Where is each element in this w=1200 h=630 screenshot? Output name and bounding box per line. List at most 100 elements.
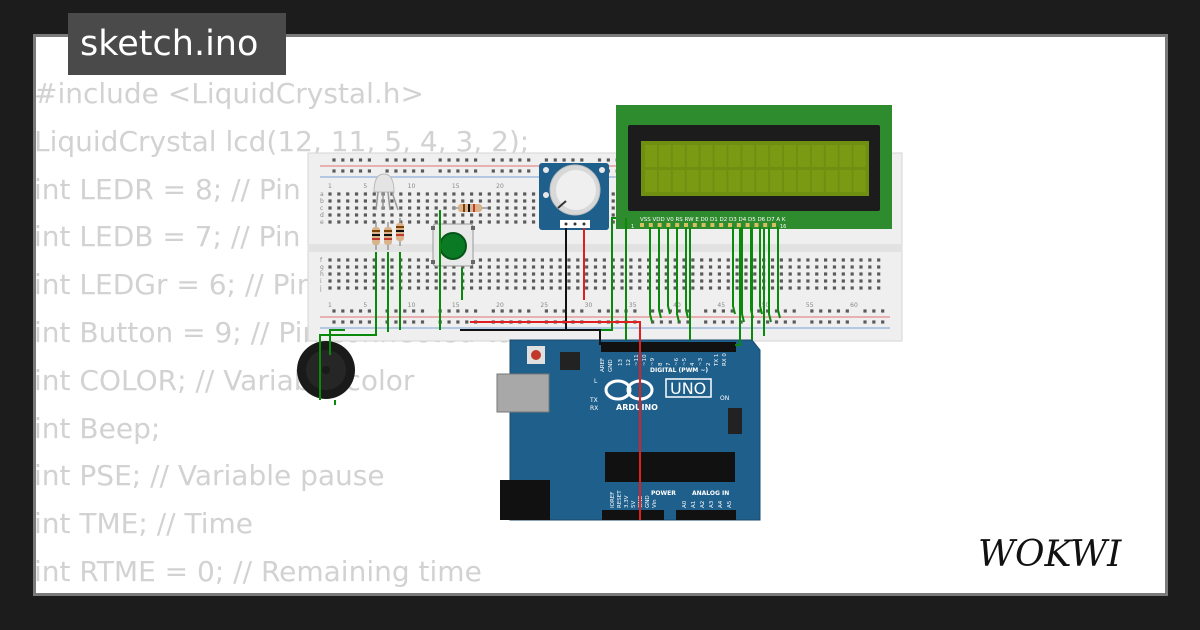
code-line: int RTME = 0; // Remaining time <box>34 554 482 588</box>
power-header: POWER <box>651 490 676 497</box>
wire <box>667 227 671 315</box>
lcd-pin-labels: VSS VDD V0 RS RW E D0 D1 D2 D3 D4 D5 D6 … <box>640 217 786 223</box>
bb-col-number: 15 <box>452 302 460 309</box>
digital-pin-label: RX 0 <box>722 353 728 366</box>
wire <box>319 252 377 400</box>
bb-row-letter: g <box>320 264 324 271</box>
wokwi-logo: WOKWI <box>978 534 1122 575</box>
bb-col-number: 25 <box>540 302 548 309</box>
wire <box>329 329 345 355</box>
wire <box>676 227 680 323</box>
code-line: int PSE; // Variable pause <box>34 459 385 493</box>
gnd-label: GND <box>608 359 614 372</box>
analog-pin-label: A1 <box>691 501 697 508</box>
analog-pin-label: A0 <box>682 500 688 508</box>
lcd-display: VSS VDD V0 RS RW E D0 D1 D2 D3 D4 D5 D6 … <box>616 105 892 230</box>
board-brand: ARDUINO <box>616 403 658 412</box>
analog-pin-label: A3 <box>709 500 715 508</box>
bb-row-letter: e <box>320 219 324 226</box>
wire <box>741 227 745 323</box>
digital-pin-label: 8 <box>658 362 664 366</box>
bb-col-number: 15 <box>452 183 460 190</box>
digital-pin-label: ~5 <box>682 357 688 366</box>
bb-col-number: 60 <box>850 302 858 309</box>
power-pin-label: 5V <box>631 501 637 508</box>
digital-pin-label: ~9 <box>650 357 656 366</box>
wire <box>732 227 736 315</box>
wire <box>735 228 741 346</box>
buzzer-icon[interactable] <box>297 341 355 399</box>
file-tab[interactable]: sketch.ino <box>68 13 286 75</box>
digital-pin-label: ~3 <box>698 357 704 366</box>
power-pin-label: GND <box>645 495 651 508</box>
bb-col-number: 45 <box>717 302 725 309</box>
led-rgb-icon[interactable] <box>373 173 399 211</box>
rx-label: RX <box>590 405 598 412</box>
wire <box>470 321 641 520</box>
wire <box>600 217 616 331</box>
bb-col-number: 20 <box>496 183 504 190</box>
aref-label: AREF <box>600 358 606 372</box>
power-pin-label: IOREF <box>610 492 616 508</box>
arduino-uno-board: UNO ARDUINO DIGITAL (PWM ~) POWER ANALOG… <box>496 339 761 521</box>
analog-pin-label: A2 <box>700 501 706 508</box>
bb-col-number: 55 <box>806 302 814 309</box>
bb-row-letter: a <box>320 191 324 198</box>
tx-label: TX <box>589 397 598 404</box>
bb-col-number: 1 <box>328 302 332 309</box>
bb-row-letter: h <box>320 271 324 278</box>
wire <box>759 227 763 315</box>
bb-col-number: 5 <box>363 302 367 309</box>
bb-row-letter: i <box>320 278 322 285</box>
bb-row-letter: j <box>319 285 322 292</box>
power-pin-label: RESET <box>617 490 623 508</box>
lcd-pin-end: 16 <box>780 224 786 230</box>
bb-col-number: 50 <box>762 302 770 309</box>
power-pin-label: 3.3V <box>624 495 630 508</box>
potentiometer-icon[interactable] <box>539 163 609 230</box>
pushbutton-icon[interactable] <box>431 223 475 267</box>
code-line: #include <LiquidCrystal.h> <box>34 77 424 110</box>
wire <box>685 227 689 319</box>
analog-pin-label: A4 <box>718 500 724 508</box>
wire <box>460 329 601 345</box>
digital-pin-label: ~11 <box>634 354 640 366</box>
analog-pin-label: A5 <box>727 500 733 508</box>
board-model: UNO <box>670 379 706 398</box>
digital-pin-label: 4 <box>690 362 696 366</box>
bb-col-number: 10 <box>408 183 416 190</box>
bb-col-number: 10 <box>408 302 416 309</box>
wires <box>319 210 781 520</box>
resistor-icon <box>372 204 488 250</box>
code-line: LiquidCrystal lcd(12, 11, 5, 4, 3, 2); <box>34 124 530 158</box>
digital-pin-label: 2 <box>706 363 712 367</box>
wire <box>649 227 653 323</box>
digital-header: DIGITAL (PWM ~) <box>650 367 708 374</box>
wire <box>777 227 781 319</box>
wire <box>768 227 772 323</box>
analog-header: ANALOG IN <box>692 490 729 497</box>
digital-pin-label: TX 1 <box>714 354 720 367</box>
lcd-pin-start: 1 <box>631 224 634 230</box>
power-pin-label: Vin <box>652 499 658 508</box>
bb-col-number: 20 <box>496 302 504 309</box>
wire <box>658 227 662 319</box>
bb-col-number: 1 <box>328 183 332 190</box>
bb-row-letter: c <box>320 205 323 212</box>
digital-pin-label: 13 <box>618 359 624 366</box>
brand-name: WOKWI <box>978 534 1122 575</box>
digital-pin-label: ~6 <box>674 357 680 366</box>
l-label: L <box>594 378 598 385</box>
code-line: int TME; // Time <box>34 507 253 541</box>
digital-pin-label: 12 <box>626 359 632 366</box>
bb-col-number: 35 <box>629 302 637 309</box>
bb-col-number: 30 <box>585 302 593 309</box>
bb-col-number: 5 <box>363 183 367 190</box>
digital-pin-label: 7 <box>666 362 672 366</box>
on-label: ON <box>720 395 729 402</box>
bb-row-letter: d <box>320 212 324 219</box>
digital-pin-label: ~10 <box>642 354 648 366</box>
bb-row-letter: b <box>320 198 324 205</box>
